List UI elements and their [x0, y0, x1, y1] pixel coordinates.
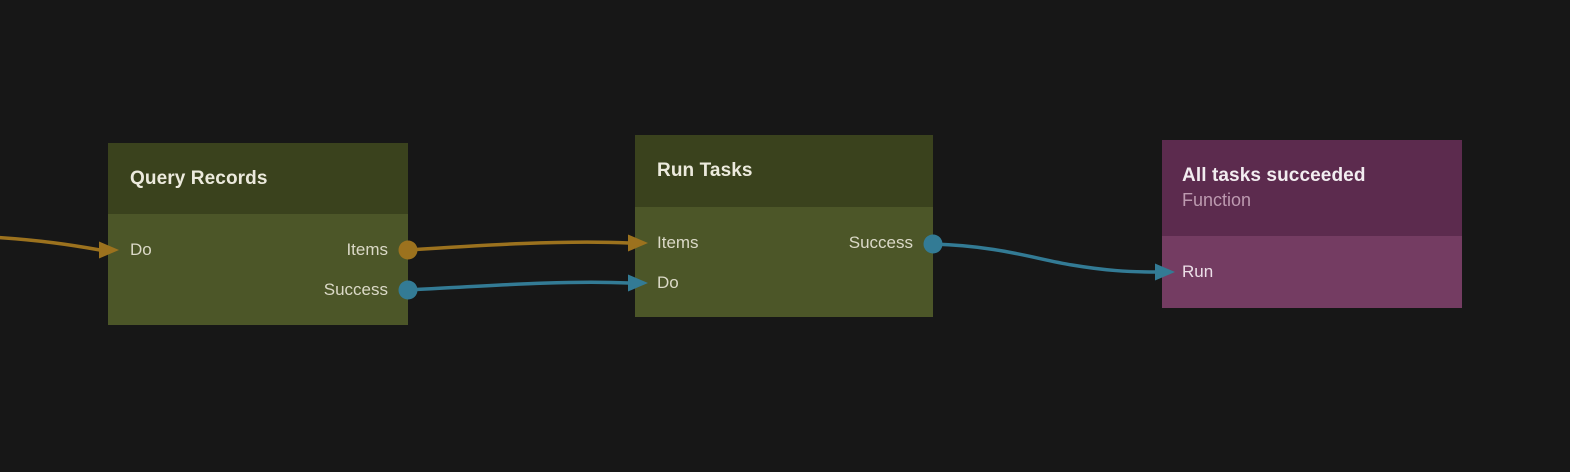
- node-subtitle: Function: [1182, 190, 1252, 210]
- node-title: Run Tasks: [657, 160, 753, 181]
- port-row: Items Success: [657, 223, 913, 263]
- node-all-tasks-succeeded-header[interactable]: All tasks succeeded Function: [1162, 140, 1462, 236]
- input-port-do[interactable]: Do: [130, 240, 152, 259]
- port-row: Do: [657, 263, 913, 303]
- node-title: All tasks succeeded: [1182, 165, 1366, 186]
- node-title: Query Records: [130, 167, 268, 189]
- edge-items-to-items[interactable]: [406, 240, 631, 252]
- node-query-records[interactable]: Query Records Do Items Success: [108, 143, 408, 325]
- node-run-tasks-body: Items Success Do: [635, 207, 933, 317]
- port-row: Do Items: [130, 230, 388, 270]
- edge-offscreen-to-query-do[interactable]: [0, 235, 102, 252]
- output-port-items[interactable]: Items: [346, 240, 388, 259]
- output-port-success[interactable]: Success: [848, 233, 913, 252]
- output-port-success[interactable]: Success: [323, 280, 388, 299]
- edge-success-to-do[interactable]: [406, 280, 631, 292]
- node-query-records-body: Do Items Success: [108, 214, 408, 325]
- input-port-items[interactable]: Items: [657, 233, 699, 252]
- input-port-run[interactable]: Run: [1182, 262, 1214, 281]
- edge-success-to-run[interactable]: [931, 242, 1158, 274]
- node-all-tasks-succeeded[interactable]: All tasks succeeded Function Run: [1162, 140, 1462, 308]
- port-row: Run: [1182, 252, 1442, 292]
- node-run-tasks-header[interactable]: Run Tasks: [635, 135, 933, 207]
- port-row: Success: [130, 270, 388, 310]
- node-run-tasks[interactable]: Run Tasks Items Success Do: [635, 135, 933, 317]
- node-query-records-header[interactable]: Query Records: [108, 143, 408, 214]
- node-all-tasks-succeeded-body: Run: [1162, 236, 1462, 308]
- input-port-do[interactable]: Do: [657, 273, 679, 292]
